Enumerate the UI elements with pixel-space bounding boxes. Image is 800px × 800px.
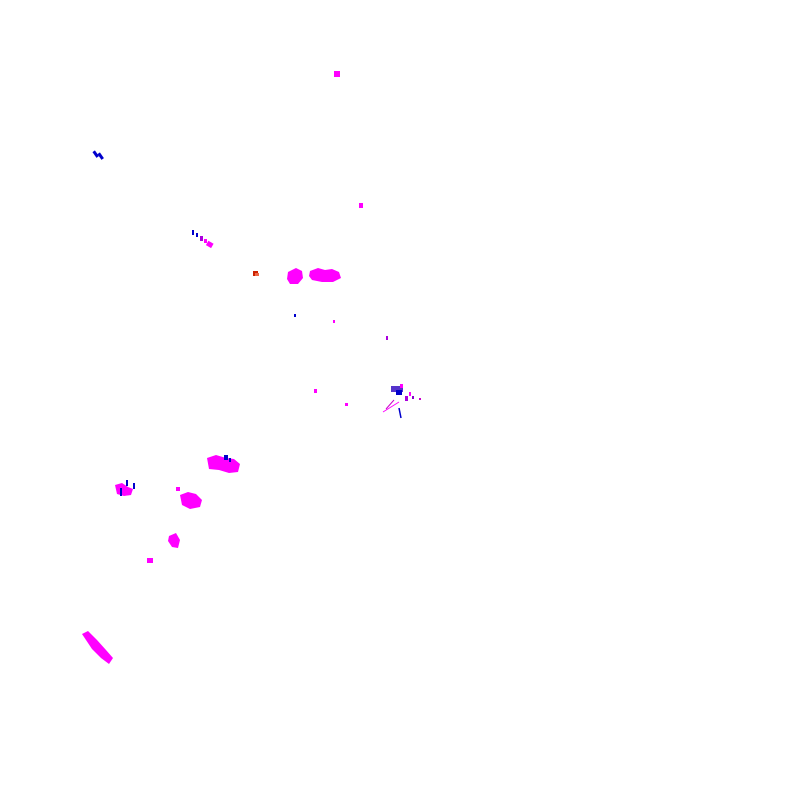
map-feature [309, 268, 341, 282]
map-feature [133, 483, 135, 489]
map-feature [398, 407, 402, 419]
map-feature [400, 384, 403, 388]
map-feature [334, 71, 340, 77]
feature-cluster-bottomleft [82, 631, 113, 664]
map-feature [391, 386, 403, 392]
map-feature [200, 236, 203, 241]
map-feature [204, 239, 207, 243]
map-feature [207, 455, 240, 473]
feature-cluster-diagonal [192, 230, 214, 249]
feature-cluster-scatter [294, 314, 388, 406]
map-feature [180, 492, 202, 509]
map-feature [192, 230, 194, 235]
map-feature [196, 233, 198, 237]
map-feature [412, 396, 414, 399]
map-feature [419, 398, 421, 400]
feature-red-marker [253, 271, 259, 276]
map-feature [405, 396, 408, 401]
feature-cluster-upper-blobs [287, 268, 341, 284]
map-feature [345, 403, 348, 406]
map-feature [359, 203, 363, 208]
map-feature [255, 273, 259, 276]
map-feature [409, 392, 411, 396]
map-feature [176, 487, 180, 491]
map-feature [314, 389, 317, 393]
map-feature [385, 399, 395, 410]
map-feature [120, 488, 122, 496]
map-feature [396, 390, 402, 395]
map-feature [287, 268, 303, 284]
map-feature [229, 458, 231, 462]
map-feature [126, 480, 128, 486]
feature-cluster-blue-topleft [92, 150, 104, 160]
feature-cluster-top [334, 71, 340, 77]
map-feature [224, 455, 228, 460]
map-feature [147, 558, 153, 563]
map-feature [82, 631, 113, 664]
map-feature [333, 320, 335, 323]
map-feature [382, 401, 400, 413]
map-feature [168, 533, 180, 548]
feature-cluster-center [382, 384, 421, 419]
map-feature [97, 152, 104, 160]
map-feature [294, 314, 296, 317]
map-feature [115, 483, 133, 496]
map-feature [205, 240, 214, 249]
map-feature [386, 336, 388, 340]
feature-cluster-midleft [115, 455, 240, 563]
map-feature [92, 150, 99, 158]
